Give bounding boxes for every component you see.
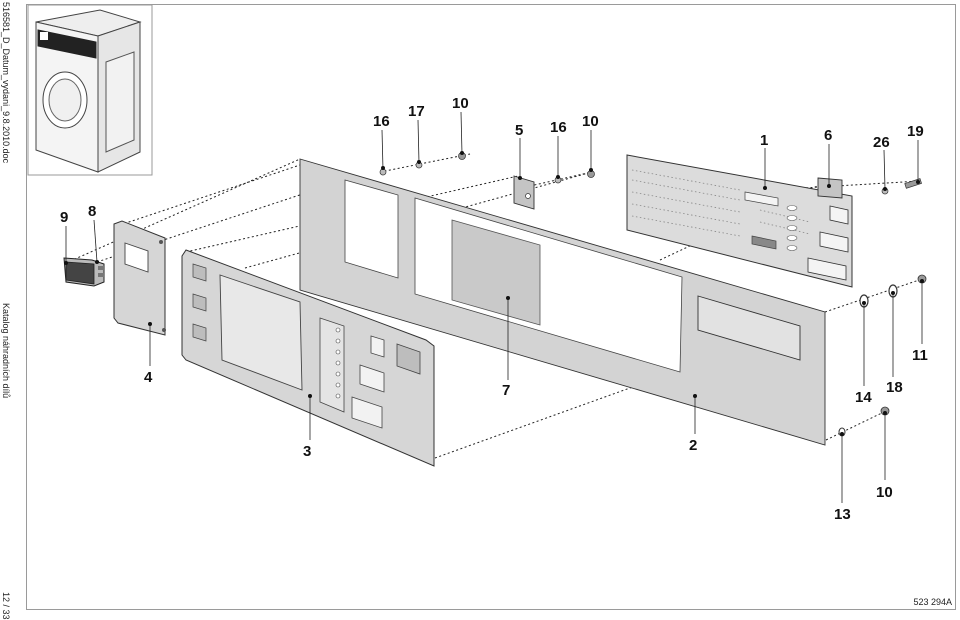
leader-dots bbox=[64, 151, 924, 436]
callout-16-a: 16 bbox=[373, 113, 390, 130]
machine-thumbnail bbox=[27, 4, 153, 176]
part-7-window-glass bbox=[451, 219, 541, 326]
callout-19: 19 bbox=[907, 123, 924, 140]
callout-10-b: 10 bbox=[582, 113, 599, 130]
callout-10-c: 10 bbox=[876, 484, 893, 501]
callout-11: 11 bbox=[912, 347, 928, 364]
part-6-holder bbox=[817, 177, 843, 199]
callout-13: 13 bbox=[834, 506, 851, 523]
leader-lines bbox=[65, 111, 923, 503]
callout-26: 26 bbox=[873, 134, 890, 151]
callout-3: 3 bbox=[303, 443, 311, 460]
callout-4: 4 bbox=[144, 369, 153, 386]
part-4-side-plate bbox=[113, 220, 166, 336]
drawing-frame bbox=[26, 4, 956, 610]
part-5-bracket bbox=[513, 175, 535, 210]
callout-16-b: 16 bbox=[550, 119, 567, 136]
callout-1: 1 bbox=[760, 132, 768, 149]
callout-10-a: 10 bbox=[452, 95, 469, 112]
callout-2: 2 bbox=[689, 437, 697, 454]
callout-18: 18 bbox=[886, 379, 903, 396]
callout-labels: 9 8 4 3 16 17 10 5 16 10 7 1 6 26 19 2 1… bbox=[60, 95, 928, 523]
callout-8: 8 bbox=[88, 203, 96, 220]
part-9-8-switch bbox=[63, 257, 105, 287]
callout-9: 9 bbox=[60, 209, 68, 226]
callout-6: 6 bbox=[824, 127, 832, 144]
drawing-code: 523 294A bbox=[913, 597, 952, 607]
callout-14: 14 bbox=[855, 389, 872, 406]
callout-17: 17 bbox=[408, 103, 425, 120]
callout-7: 7 bbox=[502, 382, 510, 399]
part-1-circuit-board bbox=[626, 154, 853, 288]
callout-5: 5 bbox=[515, 122, 523, 139]
part-3-control-panel bbox=[181, 249, 435, 467]
